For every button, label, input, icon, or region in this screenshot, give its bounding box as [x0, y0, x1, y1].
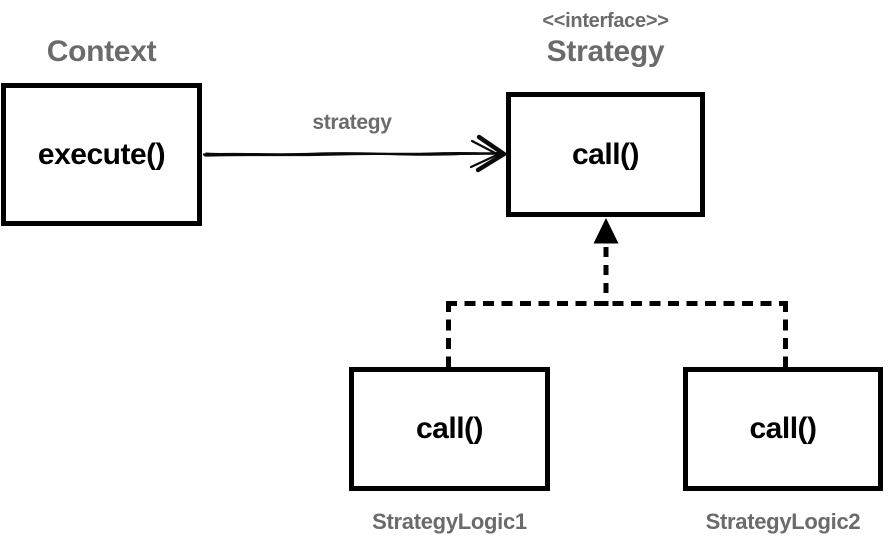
strategylogic1-node-title: StrategyLogic1 — [372, 509, 527, 534]
realization-triangle-arrowhead-icon — [593, 218, 619, 244]
strategylogic2-method-label: call() — [749, 412, 817, 445]
strategylogic2-node-title: StrategyLogic2 — [705, 509, 861, 534]
strategy-method-label: call() — [571, 137, 640, 171]
association-open-arrowhead-icon — [469, 134, 509, 173]
context-node-box: execute() — [1, 83, 202, 226]
association-label: strategy — [312, 111, 392, 134]
realization-connector — [446, 247, 788, 369]
context-node-title: Context — [46, 35, 157, 68]
strategy-node-box: call() — [506, 92, 705, 217]
association-arrow — [202, 134, 509, 173]
strategylogic2-node-box: call() — [683, 367, 883, 491]
strategy-stereotype-label: <<interface>> — [542, 10, 669, 32]
strategylogic1-node-box: call() — [349, 367, 550, 491]
strategylogic1-method-label: call() — [415, 412, 484, 445]
context-method-label: execute() — [37, 137, 166, 171]
strategy-node-title: Strategy — [546, 35, 665, 68]
